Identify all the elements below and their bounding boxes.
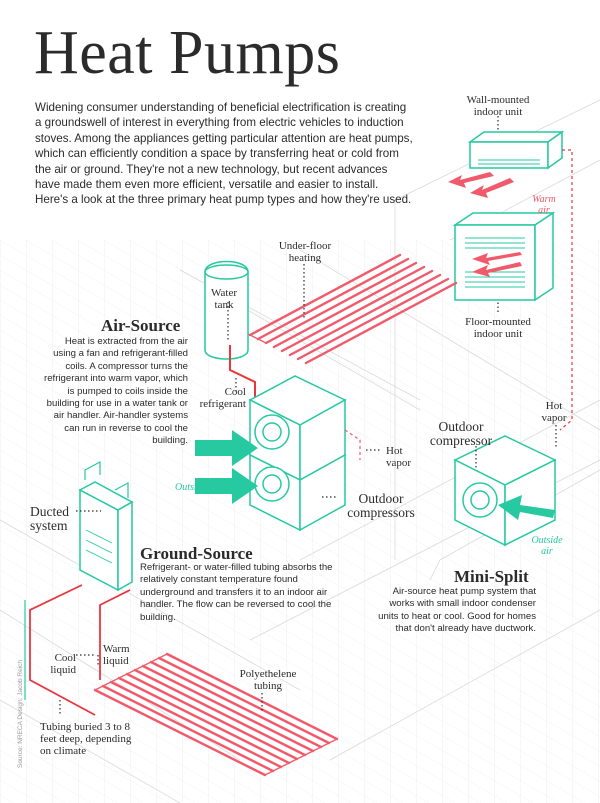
label-wall-unit: Wall-mounted indoor unit (466, 94, 530, 118)
air-source-body: Heat is extracted from the air using a f… (44, 336, 188, 447)
ground-loop-return (99, 589, 131, 680)
label-polyethelene: Polyethelene tubing (239, 668, 297, 692)
polyethelene-tubing (93, 652, 339, 777)
label-ducted-system: Ducted system (30, 504, 69, 533)
label-water-tank: Water tank (211, 287, 237, 311)
ground-source-title: Ground-Source (140, 544, 253, 563)
ground-loop-supply (29, 584, 96, 716)
label-hot-vapor-2: Hot vapor (541, 400, 567, 424)
ducted-system (78, 461, 134, 592)
outside-air-arrow-2 (498, 495, 555, 520)
label-hot-vapor-1: Hot vapor (386, 445, 412, 469)
intro-paragraph: Widening consumer understanding of benef… (35, 101, 413, 207)
page-title: Heat Pumps (34, 19, 341, 87)
outdoor-compressor-mini (453, 435, 557, 547)
label-outside-air-2: Outside air (531, 535, 563, 557)
air-source-title: Air-Source (101, 316, 181, 335)
floor-mounted-unit (452, 211, 556, 302)
wall-mounted-unit (467, 130, 565, 170)
warm-air-arrows-lower (472, 252, 522, 277)
label-warm-liquid: Warm liquid (103, 643, 130, 667)
source-credit: Source: NRECA Design: Jacob Reich (17, 659, 24, 768)
under-floor-heating-coils (241, 253, 458, 365)
label-cool-liquid: Cool liquid (50, 652, 76, 676)
water-tank (204, 260, 249, 360)
label-outdoor-compressors: Outdoor compressors (347, 491, 415, 520)
label-tubing-buried: Tubing buried 3 to 8 feet deep, dependin… (40, 721, 132, 757)
mini-split-title: Mini-Split (454, 567, 529, 586)
outdoor-compressors (248, 375, 347, 532)
label-outside-air-1: Outside air (175, 482, 221, 493)
tank-pipe (229, 345, 256, 400)
label-floor-unit: Floor-mounted indoor unit (465, 316, 531, 340)
label-outdoor-compressor: Outdoor compressor (429, 419, 493, 448)
leader-lines (59, 116, 557, 715)
outside-air-arrows-1 (195, 430, 258, 504)
label-cool-refrigerant: Cool refrigerant (199, 386, 246, 410)
label-warm-air: Warm air (532, 194, 556, 216)
hot-vapor-line-1 (344, 429, 361, 460)
mini-split-refrigerant-line (559, 149, 573, 431)
label-under-floor: Under-floor heating (278, 240, 332, 264)
ground-source-body: Refrigerant- or water-filled tubing abso… (140, 562, 333, 623)
mini-split-body: Air-source heat pump system that works w… (378, 586, 536, 635)
warm-air-arrows-upper (448, 172, 514, 198)
